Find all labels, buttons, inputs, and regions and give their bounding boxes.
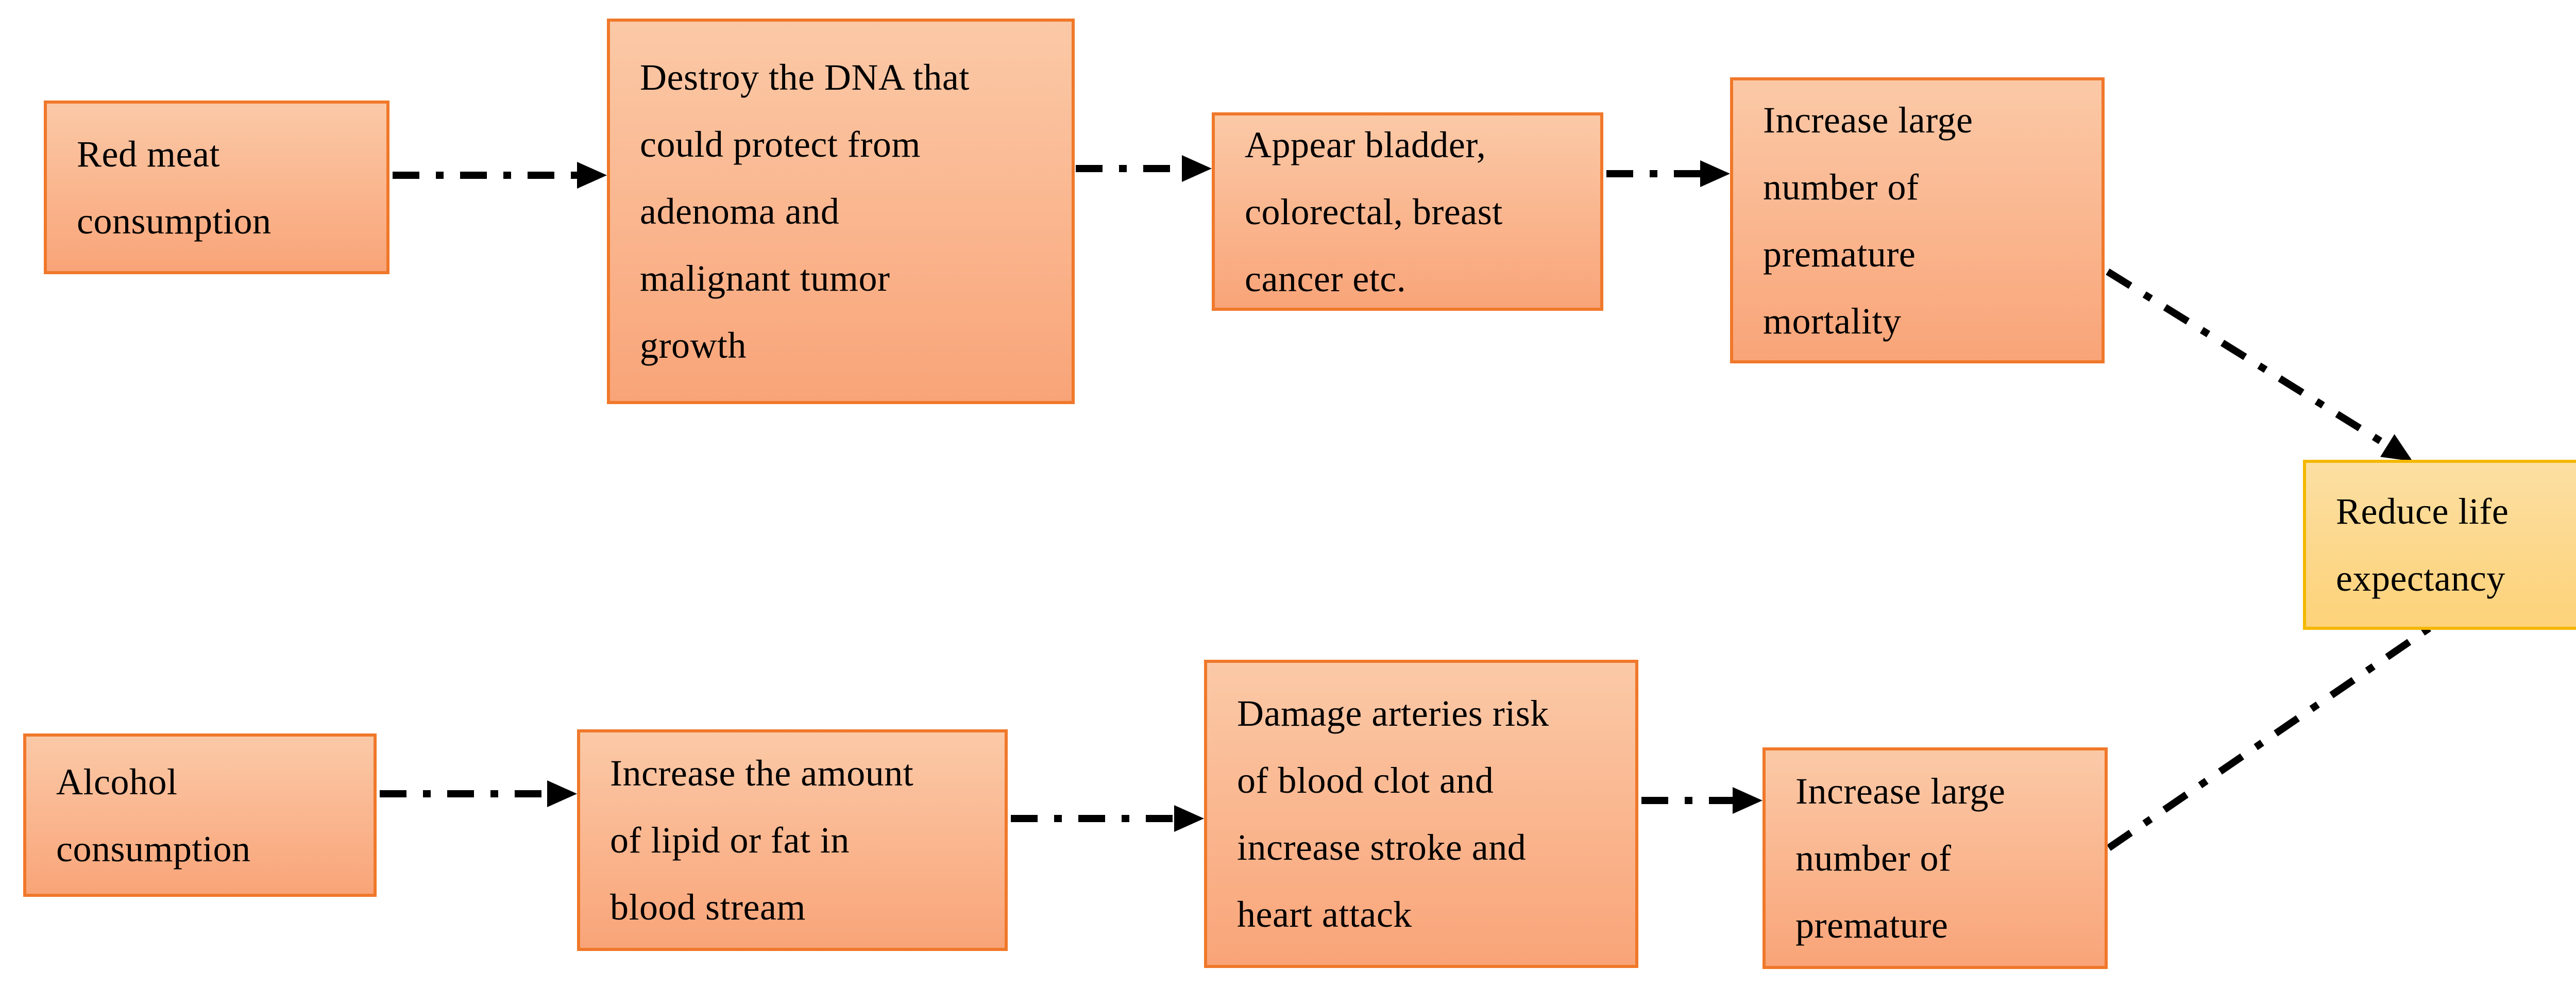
- connector-red-meat-to-destroy-dna: [393, 162, 607, 189]
- node-damage-arteries-label: Damage arteries risk of blood clot and i…: [1237, 693, 1549, 935]
- connector-cancer-to-premature-mortality: [1606, 160, 1730, 187]
- connector-alcohol-to-lipid: [380, 780, 577, 807]
- arrowhead-icon: [1182, 155, 1212, 182]
- node-premature-mortality: Increase large number of premature morta…: [1730, 77, 2105, 363]
- node-red-meat-consumption-label: Red meat consumption: [77, 133, 272, 242]
- node-increase-lipid: Increase the amount of lipid or fat in b…: [577, 729, 1008, 951]
- node-red-meat-consumption: Red meat consumption: [44, 101, 389, 274]
- node-increase-lipid-label: Increase the amount of lipid or fat in b…: [610, 753, 914, 928]
- node-destroy-dna: Destroy the DNA that could protect from …: [607, 19, 1075, 404]
- node-premature-mortality-label: Increase large number of premature morta…: [1763, 99, 1973, 342]
- arrowhead-icon: [577, 162, 607, 189]
- arrowhead-icon: [1733, 787, 1762, 814]
- node-alcohol-consumption: Alcohol consumption: [23, 733, 377, 897]
- connector-premature-to-reduce-life: [2107, 595, 2466, 851]
- arrowhead-icon: [2380, 434, 2413, 461]
- connector-premature-mortality-to-reduce-life: [2106, 269, 2413, 461]
- node-alcohol-consumption-label: Alcohol consumption: [56, 761, 251, 870]
- connector-lipid-to-arteries: [1011, 805, 1204, 832]
- connector-destroy-dna-to-cancer: [1076, 155, 1212, 182]
- node-reduce-life-expectancy: Reduce life expectancy: [2303, 460, 2576, 630]
- arrowhead-icon: [547, 780, 577, 807]
- arrowhead-icon: [1174, 805, 1204, 832]
- node-reduce-life-expectancy-label: Reduce life expectancy: [2336, 491, 2509, 599]
- node-destroy-dna-label: Destroy the DNA that could protect from …: [640, 57, 970, 366]
- node-premature: Increase large number of premature: [1762, 747, 2108, 969]
- node-premature-label: Increase large number of premature: [1795, 771, 2006, 946]
- node-appear-cancer: Appear bladder, colorectal, breast cance…: [1212, 112, 1603, 311]
- arrowhead-icon: [1700, 160, 1730, 187]
- connector-arteries-to-premature: [1641, 787, 1762, 814]
- node-damage-arteries: Damage arteries risk of blood clot and i…: [1204, 660, 1638, 968]
- node-appear-cancer-label: Appear bladder, colorectal, breast cance…: [1245, 124, 1503, 299]
